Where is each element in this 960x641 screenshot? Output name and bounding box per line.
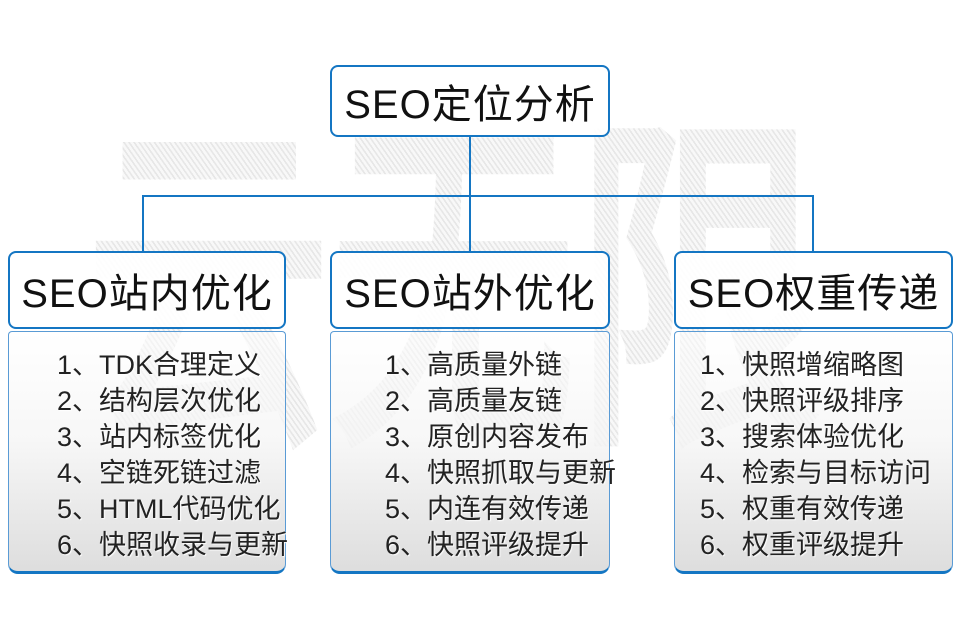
- list-weight: 1、快照增缩略图 2、快照评级排序 3、搜索体验优化 4、检索与目标访问 5、权…: [675, 347, 952, 563]
- list-onsite: 1、TDK合理定义 2、结构层次优化 3、站内标签优化 4、空链死链过滤 5、H…: [9, 347, 289, 563]
- connector-drop-right: [812, 195, 814, 252]
- list-item: 4、检索与目标访问: [700, 458, 932, 488]
- list-item: 2、高质量友链: [385, 386, 563, 416]
- list-item: 2、快照评级排序: [700, 386, 905, 416]
- connector-drop-middle: [469, 195, 471, 252]
- list-panel-onsite: 1、TDK合理定义 2、结构层次优化 3、站内标签优化 4、空链死链过滤 5、H…: [8, 331, 289, 574]
- list-item: 3、原创内容发布: [385, 422, 590, 452]
- list-item: 3、站内标签优化: [57, 422, 262, 452]
- header-node-offsite-label: SEO站外优化: [344, 272, 596, 316]
- connector-drop-left: [142, 195, 144, 252]
- list-item: 4、空链死链过滤: [57, 458, 262, 488]
- header-node-weight: SEO权重传递: [674, 251, 953, 329]
- connector-horizontal: [142, 195, 814, 197]
- list-panel-offsite: 1、高质量外链 2、高质量友链 3、原创内容发布 4、快照抓取与更新 5、内连有…: [330, 331, 617, 574]
- list-item: 1、快照增缩略图: [700, 350, 905, 380]
- list-item: 2、结构层次优化: [57, 386, 262, 416]
- list-item: 1、TDK合理定义: [57, 350, 262, 380]
- list-panel-weight: 1、快照增缩略图 2、快照评级排序 3、搜索体验优化 4、检索与目标访问 5、权…: [674, 331, 953, 574]
- list-item: 5、HTML代码优化: [57, 494, 281, 524]
- list-item: 1、高质量外链: [385, 350, 563, 380]
- list-item: 6、快照评级提升: [385, 530, 590, 560]
- list-item: 6、权重评级提升: [700, 530, 905, 560]
- header-node-onsite-label: SEO站内优化: [21, 272, 273, 316]
- list-item: 5、权重有效传递: [700, 494, 905, 524]
- root-node-label: SEO定位分析: [344, 83, 596, 127]
- header-node-weight-label: SEO权重传递: [687, 272, 940, 316]
- connector-root-drop: [469, 136, 471, 197]
- header-node-offsite: SEO站外优化: [330, 251, 610, 329]
- list-item: 6、快照收录与更新: [57, 530, 289, 560]
- list-item: 4、快照抓取与更新: [385, 458, 617, 488]
- list-item: 3、搜索体验优化: [700, 422, 905, 452]
- root-node-seo-positioning: SEO定位分析: [330, 65, 610, 137]
- header-node-onsite: SEO站内优化: [8, 251, 286, 329]
- list-item: 5、内连有效传递: [385, 494, 590, 524]
- list-offsite: 1、高质量外链 2、高质量友链 3、原创内容发布 4、快照抓取与更新 5、内连有…: [331, 347, 617, 563]
